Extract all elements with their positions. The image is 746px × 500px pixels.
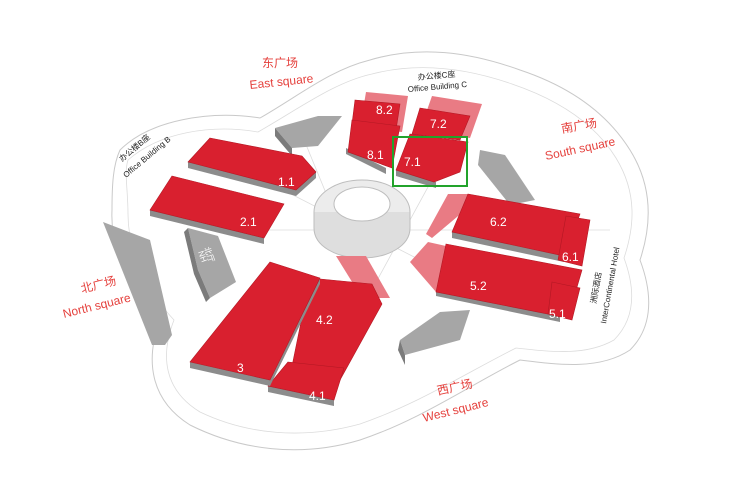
south-square-en: South square bbox=[544, 134, 617, 163]
exhibition-halls: 8.2 8.1 7.2 7.1 1.1 bbox=[149, 92, 591, 406]
hall-7-2[interactable]: 7.2 bbox=[411, 96, 482, 141]
south-square-zh: 南广场 bbox=[560, 115, 598, 136]
hall-7-2-label: 7.2 bbox=[430, 117, 447, 131]
grey-structures bbox=[103, 116, 535, 365]
hall-8-1[interactable]: 8.1 bbox=[346, 119, 401, 174]
hall-2-1[interactable]: 2.1 bbox=[149, 175, 285, 244]
hotel-zh: 洲际酒店 bbox=[588, 271, 603, 304]
hall-8-2-label: 8.2 bbox=[376, 103, 393, 117]
hall-2-1-label: 2.1 bbox=[240, 215, 257, 229]
hall-8-2[interactable]: 8.2 bbox=[351, 92, 408, 132]
east-square-zh: 东广场 bbox=[262, 56, 298, 70]
central-rotunda bbox=[313, 179, 411, 259]
hall-4-1-label: 4.1 bbox=[309, 389, 326, 403]
west-canopy bbox=[400, 310, 470, 355]
north-square-zh: 北广场 bbox=[79, 274, 117, 296]
hall-8-1-label: 8.1 bbox=[367, 148, 384, 162]
north-hall-en: NH bbox=[196, 250, 208, 264]
north-square-en: North square bbox=[61, 290, 132, 320]
office-c-en: Office Building C bbox=[407, 80, 467, 94]
west-square-zh: 西广场 bbox=[436, 377, 474, 398]
hall-6-2-label: 6.2 bbox=[490, 215, 507, 229]
hall-5-2-label: 5.2 bbox=[470, 279, 487, 293]
north-hall-block bbox=[188, 228, 236, 298]
hall-1-1-label: 1.1 bbox=[278, 175, 295, 189]
hall-6-1-label: 6.1 bbox=[562, 250, 579, 264]
hall-6-1[interactable]: 6.1 bbox=[557, 215, 591, 267]
hall-5-1-label: 5.1 bbox=[549, 307, 566, 321]
hotel-en: InterContinental Hotel bbox=[599, 246, 621, 324]
hall-3[interactable]: 3 bbox=[189, 261, 321, 386]
office-c-zh: 办公楼C座 bbox=[417, 69, 456, 82]
east-square-en: East square bbox=[249, 71, 314, 92]
hall-7-1[interactable]: 7.1 bbox=[395, 133, 469, 188]
hall-6-2[interactable]: 6.2 bbox=[426, 193, 581, 262]
west-square-en: West square bbox=[421, 395, 490, 425]
hall-3-label: 3 bbox=[237, 361, 244, 375]
hall-5-1[interactable]: 5.1 bbox=[547, 281, 581, 321]
hall-7-1-label: 7.1 bbox=[404, 155, 421, 169]
highlight-box bbox=[392, 136, 468, 187]
hall-4-2[interactable]: 4.2 bbox=[289, 256, 390, 381]
east-canopy bbox=[275, 116, 342, 148]
north-canopy bbox=[103, 222, 172, 345]
hall-5-2[interactable]: 5.2 bbox=[410, 242, 583, 322]
south-canopy bbox=[478, 150, 535, 205]
hall-1-1[interactable]: 1.1 bbox=[187, 137, 317, 196]
hall-4-2-label: 4.2 bbox=[316, 313, 333, 327]
hall-4-1[interactable]: 4.1 bbox=[267, 361, 345, 406]
